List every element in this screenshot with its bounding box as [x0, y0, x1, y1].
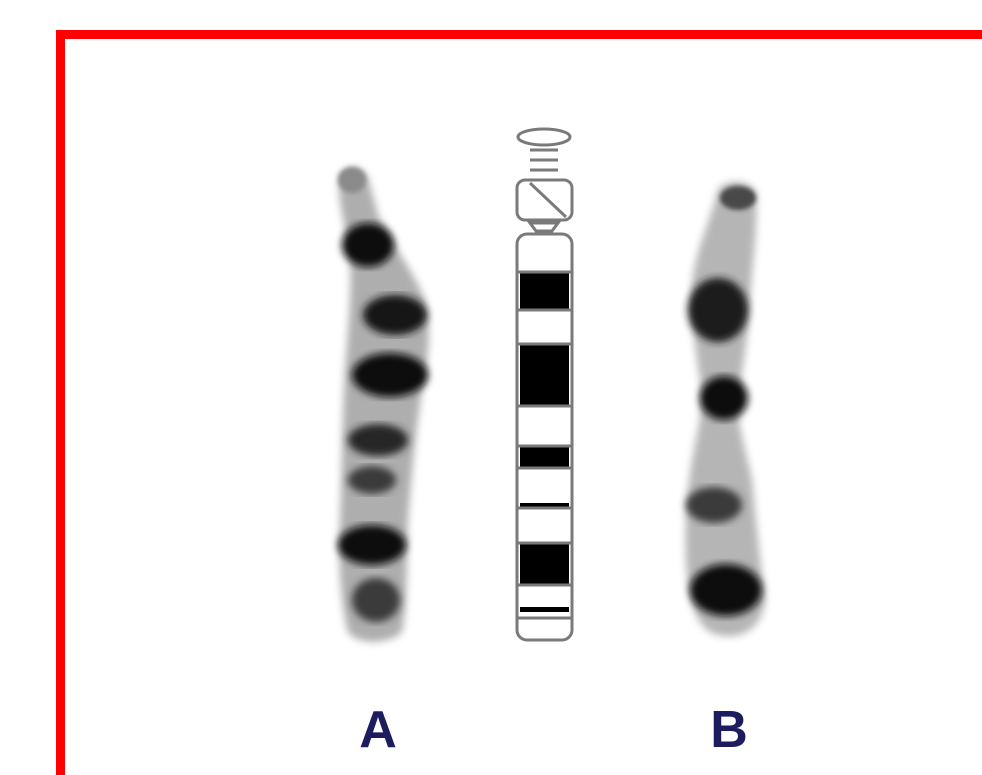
chromosome-a-band	[363, 295, 427, 335]
chromosome-b-label: B	[689, 700, 769, 760]
chromosome-a-band	[348, 466, 396, 494]
chromosome-b-band	[686, 487, 742, 523]
ideogram	[517, 129, 572, 640]
chromosome-b-band	[688, 278, 748, 342]
ideogram-satellite	[518, 129, 570, 145]
chromosome-a-band	[342, 223, 394, 267]
chromosome-a-band	[348, 424, 408, 456]
ideogram-band-dark	[520, 272, 569, 310]
chromosome-a	[338, 167, 429, 642]
ideogram-band-dark	[520, 344, 569, 406]
chromosome-b-band	[720, 186, 756, 210]
ideogram-band-thin	[520, 607, 569, 612]
ideogram-band-dark	[520, 446, 569, 468]
chromosome-b	[685, 182, 765, 636]
ideogram-band-dark	[520, 543, 569, 585]
chromosome-a-band	[338, 525, 406, 565]
chromosome-a-band	[352, 578, 400, 622]
chromosome-b-band	[690, 564, 762, 616]
ideogram-centromere	[530, 223, 558, 231]
chromosome-a-band	[352, 353, 428, 397]
chromosome-b-band	[700, 376, 748, 420]
chromosome-a-label: A	[338, 700, 418, 760]
chromosome-a-tip	[338, 167, 366, 193]
